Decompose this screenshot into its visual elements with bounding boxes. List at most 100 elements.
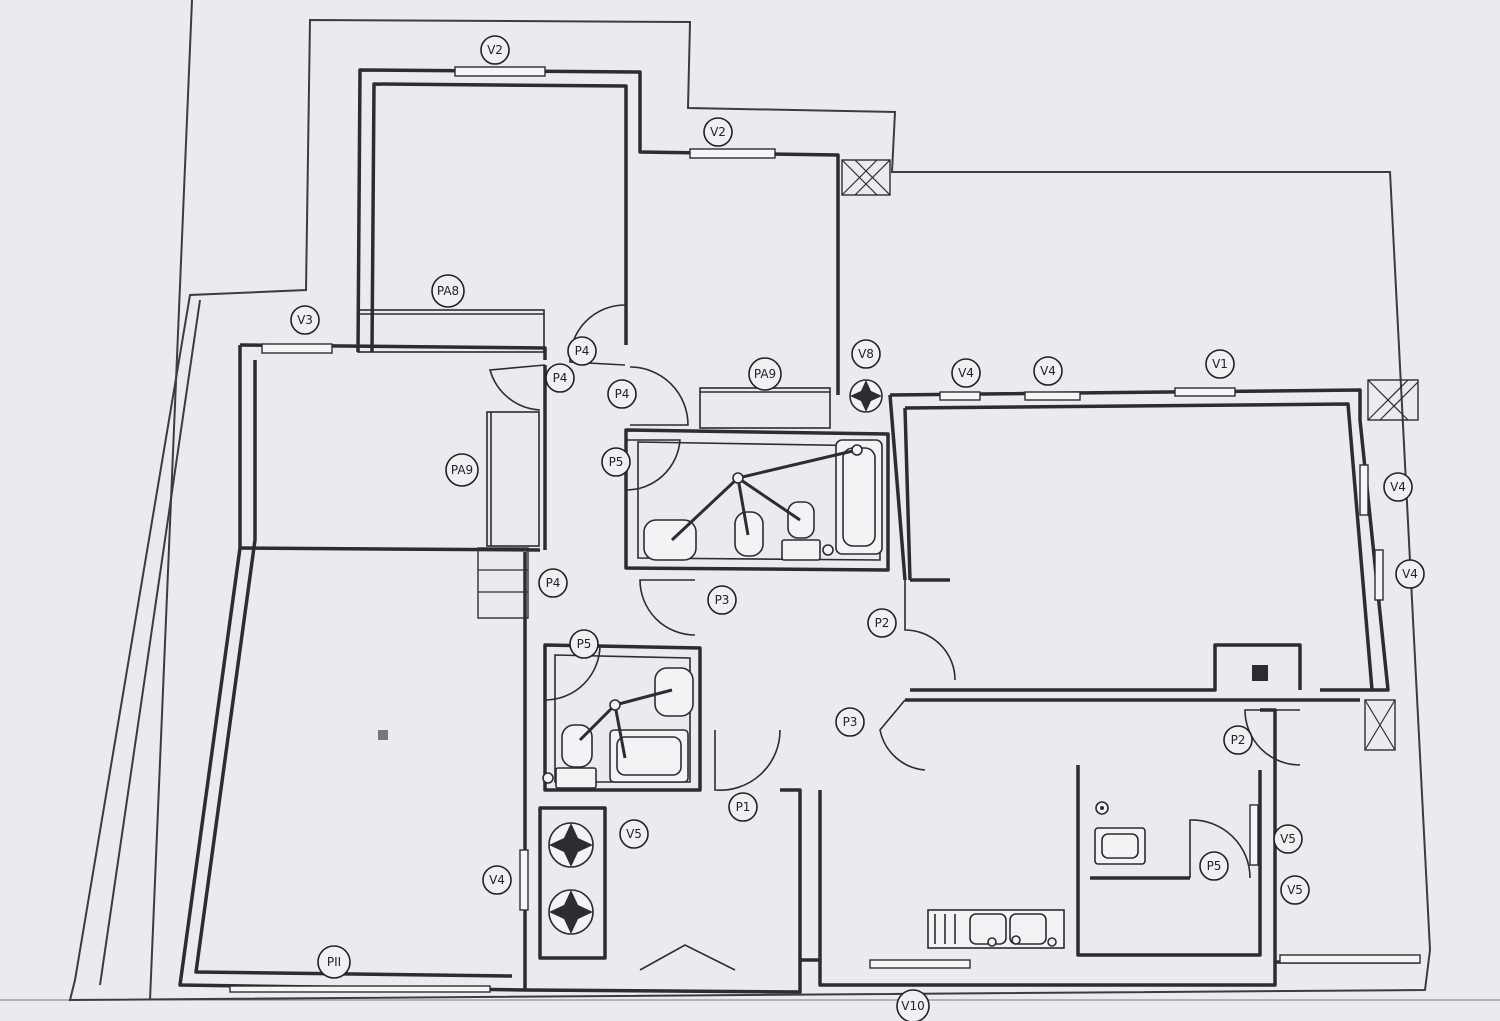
tag-label: P1 bbox=[736, 800, 751, 814]
tag-label: V5 bbox=[1280, 832, 1296, 846]
tag-v10: V10 bbox=[896, 989, 930, 1021]
tag-v2-top: V2 bbox=[480, 35, 510, 65]
tag-p4-a: P4 bbox=[567, 336, 597, 366]
tag-v4-top2: V4 bbox=[1033, 356, 1063, 386]
door-p5-c bbox=[1189, 819, 1251, 879]
door-p5-bath bbox=[625, 439, 681, 491]
window-v1 bbox=[1174, 387, 1236, 397]
door-p3-b bbox=[879, 699, 926, 771]
tag-v2-mid: V2 bbox=[703, 117, 733, 147]
fan-icon-v8 bbox=[849, 379, 883, 413]
tag-circle bbox=[1280, 875, 1310, 905]
window-v2-mid bbox=[689, 148, 776, 159]
tag-label: P4 bbox=[615, 387, 630, 401]
doors bbox=[488, 304, 1301, 971]
tag-p5-b: P5 bbox=[569, 629, 599, 659]
window-v2-top bbox=[454, 66, 546, 77]
tag-circle bbox=[728, 792, 758, 822]
terrace-hatching bbox=[477, 159, 1419, 751]
tag-p1: P1 bbox=[728, 792, 758, 822]
tag-label: PA9 bbox=[451, 463, 473, 477]
tag-v5-left: V5 bbox=[619, 819, 649, 849]
tag-circle bbox=[482, 865, 512, 895]
tag-p4-b: P4 bbox=[545, 363, 575, 393]
tag-label: V4 bbox=[958, 366, 974, 380]
kitchen-fixtures bbox=[378, 665, 1268, 949]
tag-label: P2 bbox=[1231, 733, 1246, 747]
tag-v4-right2: V4 bbox=[1395, 559, 1425, 589]
tag-label: V5 bbox=[1287, 883, 1303, 897]
washing-machine-icon bbox=[548, 822, 594, 868]
tag-pa8: PA8 bbox=[431, 274, 465, 308]
tag-p5-c: P5 bbox=[1199, 851, 1229, 881]
window-bottom-right bbox=[1279, 954, 1421, 964]
tag-circle bbox=[601, 447, 631, 477]
tag-label: V3 bbox=[297, 313, 313, 327]
door-entrance bbox=[639, 944, 736, 971]
tag-label: P5 bbox=[1207, 859, 1222, 873]
door-p4-bedroom3 bbox=[629, 366, 689, 426]
tag-p4-c: P4 bbox=[607, 379, 637, 409]
tag-circle bbox=[1223, 725, 1253, 755]
tag-p5-a: P5 bbox=[601, 447, 631, 477]
tag-v8: V8 bbox=[851, 339, 881, 369]
tag-circle bbox=[1383, 472, 1413, 502]
tag-circle bbox=[567, 336, 597, 366]
tag-label: V4 bbox=[1390, 480, 1406, 494]
tag-label: V10 bbox=[901, 999, 924, 1013]
tag-circle bbox=[1199, 851, 1229, 881]
tag-label: P3 bbox=[715, 593, 730, 607]
tag-pa9-left: PA9 bbox=[445, 453, 479, 487]
tag-circle bbox=[703, 117, 733, 147]
bath-fixtures-upper bbox=[643, 439, 883, 561]
switch-marker bbox=[378, 730, 388, 740]
site-outline bbox=[68, 18, 1432, 1002]
tag-circle bbox=[707, 585, 737, 615]
tag-circle bbox=[569, 629, 599, 659]
window-v10 bbox=[869, 959, 971, 969]
tag-label: V2 bbox=[710, 125, 726, 139]
tag-circle bbox=[607, 379, 637, 409]
tag-circle bbox=[835, 707, 865, 737]
tag-v4-top1: V4 bbox=[951, 358, 981, 388]
window-v4-right1 bbox=[1359, 464, 1369, 516]
tag-label: PA9 bbox=[754, 367, 776, 381]
tag-p4-d: P4 bbox=[538, 568, 568, 598]
window-v4-left bbox=[519, 849, 529, 911]
window-v4-right2 bbox=[1374, 549, 1384, 601]
tag-label: P2 bbox=[875, 616, 890, 630]
tag-label: V4 bbox=[1040, 364, 1056, 378]
window-v4-top2 bbox=[1024, 391, 1081, 401]
tag-label: V4 bbox=[1402, 567, 1418, 581]
tag-circle bbox=[431, 274, 465, 308]
tag-circle bbox=[619, 819, 649, 849]
door-p1 bbox=[714, 729, 781, 791]
tag-label: PA8 bbox=[437, 284, 459, 298]
tag-circle bbox=[851, 339, 881, 369]
door-p4-bedroom1 bbox=[488, 364, 546, 411]
tag-label: P4 bbox=[575, 344, 590, 358]
door-p2-a bbox=[904, 580, 956, 681]
tag-v4-left: V4 bbox=[482, 865, 512, 895]
tag-circle bbox=[545, 363, 575, 393]
tag-label: P3 bbox=[843, 715, 858, 729]
window-v5-right bbox=[1249, 804, 1259, 866]
tag-circle bbox=[1273, 824, 1303, 854]
tag-v3: V3 bbox=[290, 305, 320, 335]
chimney-icon bbox=[1252, 665, 1268, 681]
tag-p2-b: P2 bbox=[1223, 725, 1253, 755]
tag-circle bbox=[317, 945, 351, 979]
tag-p3-b: P3 bbox=[835, 707, 865, 737]
tag-label: P5 bbox=[609, 455, 624, 469]
site-outline-inner bbox=[99, 299, 201, 986]
bath-fixtures-lower bbox=[542, 667, 694, 789]
windows bbox=[229, 66, 1421, 993]
tag-label: P5 bbox=[577, 637, 592, 651]
tag-circle bbox=[748, 357, 782, 391]
tag-circle bbox=[1205, 349, 1235, 379]
tag-v4-right1: V4 bbox=[1383, 472, 1413, 502]
tag-circle bbox=[538, 568, 568, 598]
dryer-icon bbox=[548, 889, 594, 935]
